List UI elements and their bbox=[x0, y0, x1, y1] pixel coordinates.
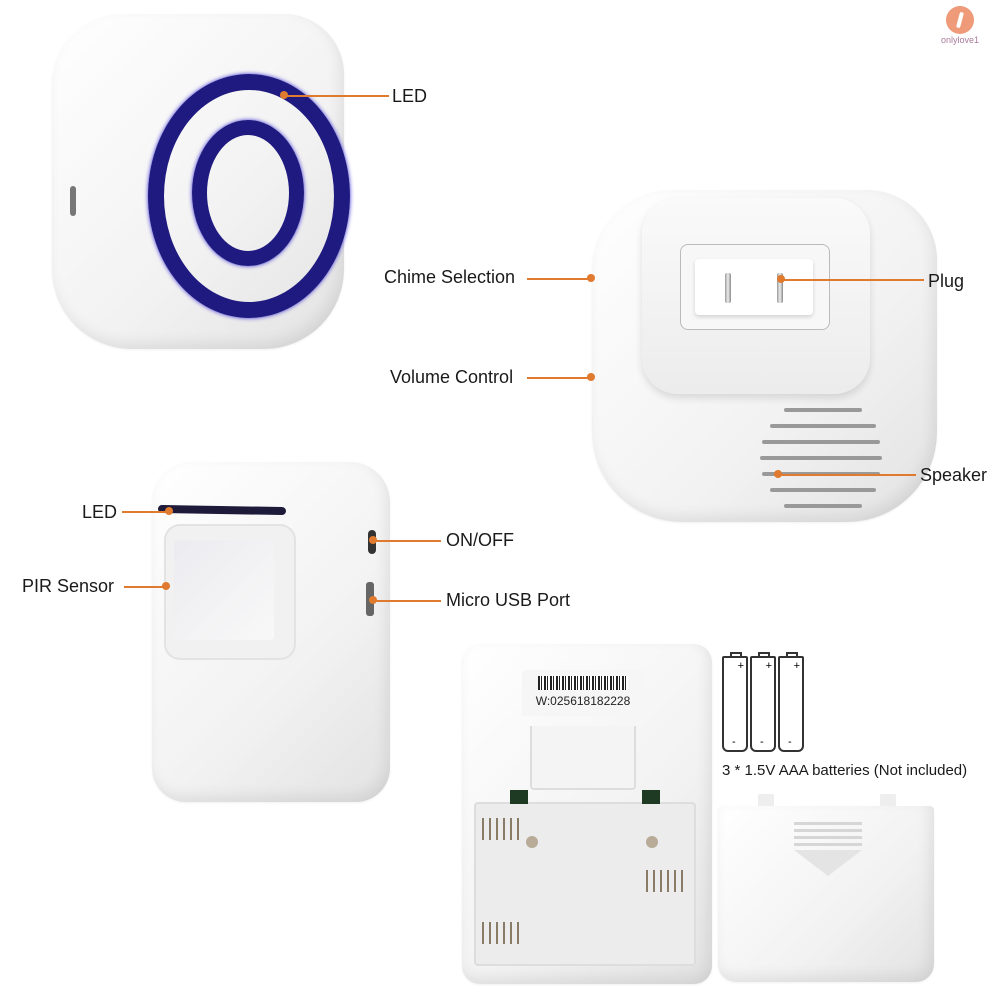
battery-bay bbox=[474, 802, 696, 966]
cover-tab bbox=[758, 794, 774, 806]
battery-icon: + - bbox=[778, 652, 804, 752]
spring-icon bbox=[482, 922, 522, 944]
led-ring-inner bbox=[192, 120, 304, 266]
battery-note: 3 * 1.5V AAA batteries (Not included) bbox=[722, 762, 968, 779]
plug-face bbox=[680, 244, 830, 330]
battery-icon: + - bbox=[722, 652, 748, 752]
label-speaker: Speaker bbox=[920, 465, 988, 485]
slide-arrow-icon bbox=[794, 822, 862, 886]
callout-dot-pir-sensor bbox=[162, 582, 170, 590]
receiver-back bbox=[592, 190, 937, 522]
watermark-logo-icon bbox=[946, 6, 974, 34]
label-receiver-led: LED bbox=[392, 86, 428, 106]
clip-bracket bbox=[530, 726, 636, 790]
callout-dot-volume-control bbox=[587, 373, 595, 381]
watermark: onlylove1 bbox=[925, 6, 995, 45]
cover-tab bbox=[880, 794, 896, 806]
sensor-led-strip bbox=[157, 504, 287, 516]
spring-icon bbox=[482, 818, 522, 840]
aaa-batteries-illustration: + - + - + - bbox=[722, 652, 812, 752]
serial-number: W:025618182228 bbox=[535, 694, 631, 708]
micro-usb-slot bbox=[70, 186, 76, 216]
watermark-text: onlylove1 bbox=[940, 35, 980, 45]
plug-prong-left bbox=[725, 273, 731, 303]
callout-line-chime-selection bbox=[527, 278, 590, 280]
pir-sensor-window bbox=[164, 524, 296, 660]
battery-compartment-unit: W:025618182228 bbox=[462, 644, 712, 984]
callout-line-receiver-led bbox=[284, 95, 389, 97]
label-chime-selection: Chime Selection bbox=[384, 267, 516, 287]
callout-line-sensor-led bbox=[122, 511, 170, 513]
pcb-tab bbox=[510, 790, 528, 804]
spring-icon bbox=[646, 870, 686, 892]
battery-cover bbox=[718, 794, 934, 982]
serial-sticker: W:025618182228 bbox=[522, 670, 644, 716]
callout-dot-chime-selection bbox=[587, 274, 595, 282]
screw-icon bbox=[526, 836, 538, 848]
label-micro-usb-port: Micro USB Port bbox=[446, 590, 571, 610]
callout-line-on-off bbox=[373, 540, 441, 542]
label-pir-sensor: PIR Sensor bbox=[22, 576, 115, 596]
label-on-off: ON/OFF bbox=[446, 530, 514, 550]
plug-housing bbox=[642, 198, 870, 394]
callout-line-speaker bbox=[778, 474, 916, 476]
label-volume-control: Volume Control bbox=[390, 367, 514, 387]
callout-line-pir-sensor bbox=[124, 586, 166, 588]
callout-line-volume-control bbox=[527, 377, 590, 379]
plug-prong-right bbox=[777, 273, 783, 303]
motion-sensor bbox=[152, 462, 390, 802]
label-sensor-led: LED bbox=[82, 502, 118, 522]
barcode-icon bbox=[538, 676, 628, 690]
battery-icon: + - bbox=[750, 652, 776, 752]
receiver-front bbox=[52, 14, 350, 349]
callout-line-micro-usb bbox=[373, 600, 441, 602]
callout-dot-sensor-led bbox=[165, 507, 173, 515]
speaker-grille bbox=[760, 404, 884, 508]
screw-icon bbox=[646, 836, 658, 848]
label-plug: Plug bbox=[928, 271, 965, 291]
callout-line-plug bbox=[781, 279, 924, 281]
pcb-tab bbox=[642, 790, 660, 804]
